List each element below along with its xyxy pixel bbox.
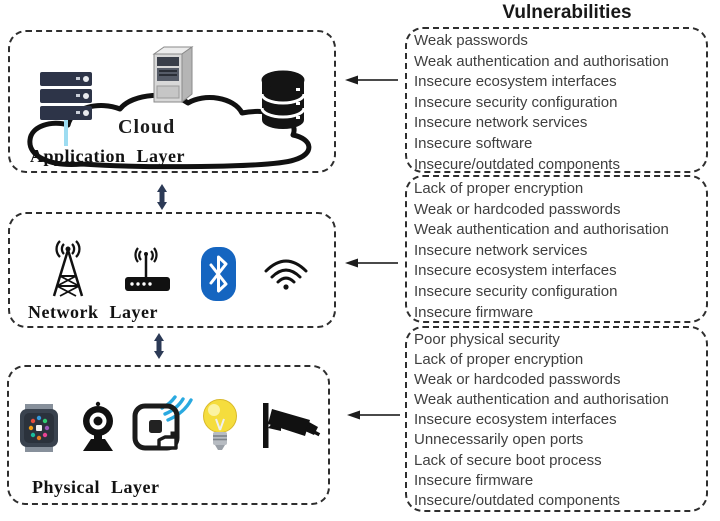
vulnerability-item: Insecure security configuration [414,93,618,111]
vulnerability-item: Insecure software [414,134,533,152]
cctv-camera-icon [259,400,321,450]
vulnerability-item: Insecure network services [414,114,588,132]
application-network-connector-arrow [156,184,168,210]
vulnerability-item: Weak authentication and authorisation [414,52,669,70]
vulnerability-item: Weak authentication and authorisation [414,221,669,239]
vulnerability-item: Weak or hardcoded passwords [414,200,621,218]
cell-tower-icon [47,236,89,298]
vulnerability-item: Insecure security configuration [414,282,618,300]
physical-layer-box: Physical Layer [7,365,330,505]
server-cloud-link [64,118,68,146]
physical-layer-label: Physical Layer [32,477,160,497]
vulnerabilities-title: Vulnerabilities [502,2,632,23]
vulnerability-item: Lack of secure boot process [414,451,602,469]
application-layer-box: Cloud Application Layer [8,30,336,173]
vulnerability-item: Unnecessarily open ports [414,431,584,449]
vulnerability-item: Insecure firmware [414,471,534,489]
arrow-to-physical-layer [347,409,401,421]
network-layer-box: Network Layer [8,212,336,328]
webcam-icon [77,400,119,452]
rfid-tag-icon [132,393,194,451]
database-icon [258,68,308,132]
vulnerability-item: Weak passwords [414,32,528,49]
vulnerability-item: Weak authentication and authorisation [414,391,669,409]
vulnerability-item: Lack of proper encryption [414,351,584,369]
vulnerability-item: Insecure ecosystem interfaces [414,73,617,91]
server-rack-icon [40,72,94,120]
cloud-label: Cloud [118,116,176,138]
arrow-to-network-layer [345,257,399,269]
lightbulb-icon [201,398,239,452]
network-layer-label: Network Layer [28,302,158,322]
vulnerability-item: Weak or hardcoded passwords [414,371,621,389]
vulnerability-item: Insecure network services [414,241,588,259]
vulnerability-item: Insecure/outdated components [414,491,620,509]
application-layer-label: Application Layer [30,146,186,166]
vulnerability-item: Insecure/outdated components [414,155,620,173]
router-icon [124,246,172,294]
wifi-icon [262,254,310,290]
vulnerability-item: Insecure ecosystem interfaces [414,262,617,280]
bluetooth-icon [201,247,236,301]
tower-server-icon [148,46,194,104]
network-physical-connector-arrow [153,333,165,359]
arrow-to-application-layer [345,74,399,86]
cloud-shape [20,88,326,172]
vulnerability-item: Poor physical security [414,331,560,348]
vulnerability-item: Insecure ecosystem interfaces [414,411,617,429]
smartwatch-icon [18,404,60,452]
vulnerability-item: Lack of proper encryption [414,180,584,197]
vulnerability-item: Insecure firmware [414,303,534,321]
